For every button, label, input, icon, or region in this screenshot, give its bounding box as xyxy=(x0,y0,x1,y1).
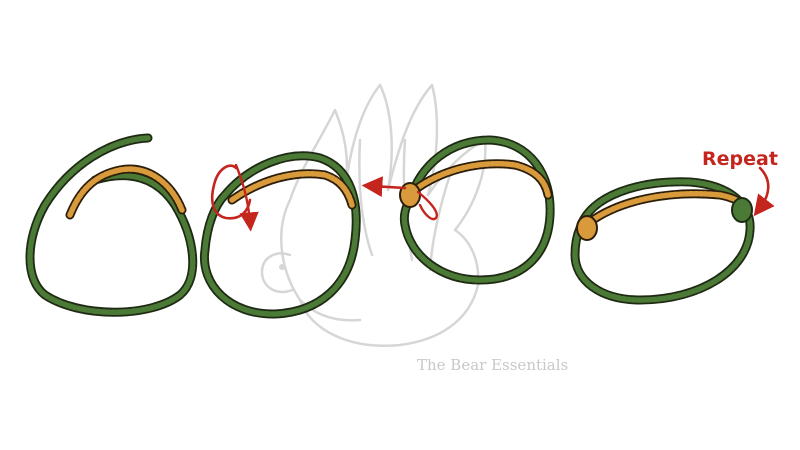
step-4-finished-bracelet: Repeat xyxy=(570,148,778,305)
step-2-wrap-around xyxy=(199,151,361,319)
step-3-pull-knot xyxy=(361,135,555,285)
repeat-arrow xyxy=(753,166,775,217)
step-3-red-left-arrow xyxy=(361,176,407,198)
step-1-green-cord xyxy=(27,135,196,315)
step-4-knot-left xyxy=(576,215,598,241)
step-3-tan-cord xyxy=(409,160,551,198)
watermark-text: The Bear Essentials xyxy=(417,356,568,374)
step-2-tan-cord xyxy=(229,170,355,208)
step-3-red-pull-loop xyxy=(416,190,438,221)
step-2-red-down-arrow xyxy=(234,163,259,232)
step-1-cord-loop xyxy=(25,133,198,317)
step-2-green-cord xyxy=(201,153,359,317)
step-3-green-cord xyxy=(401,137,553,283)
step-4-knot-right xyxy=(731,197,753,223)
repeat-label: Repeat xyxy=(702,148,778,170)
step-1-tan-cord xyxy=(67,166,185,218)
step-4-green-cord xyxy=(572,179,753,303)
step-1-green-cord-outline xyxy=(25,133,198,317)
